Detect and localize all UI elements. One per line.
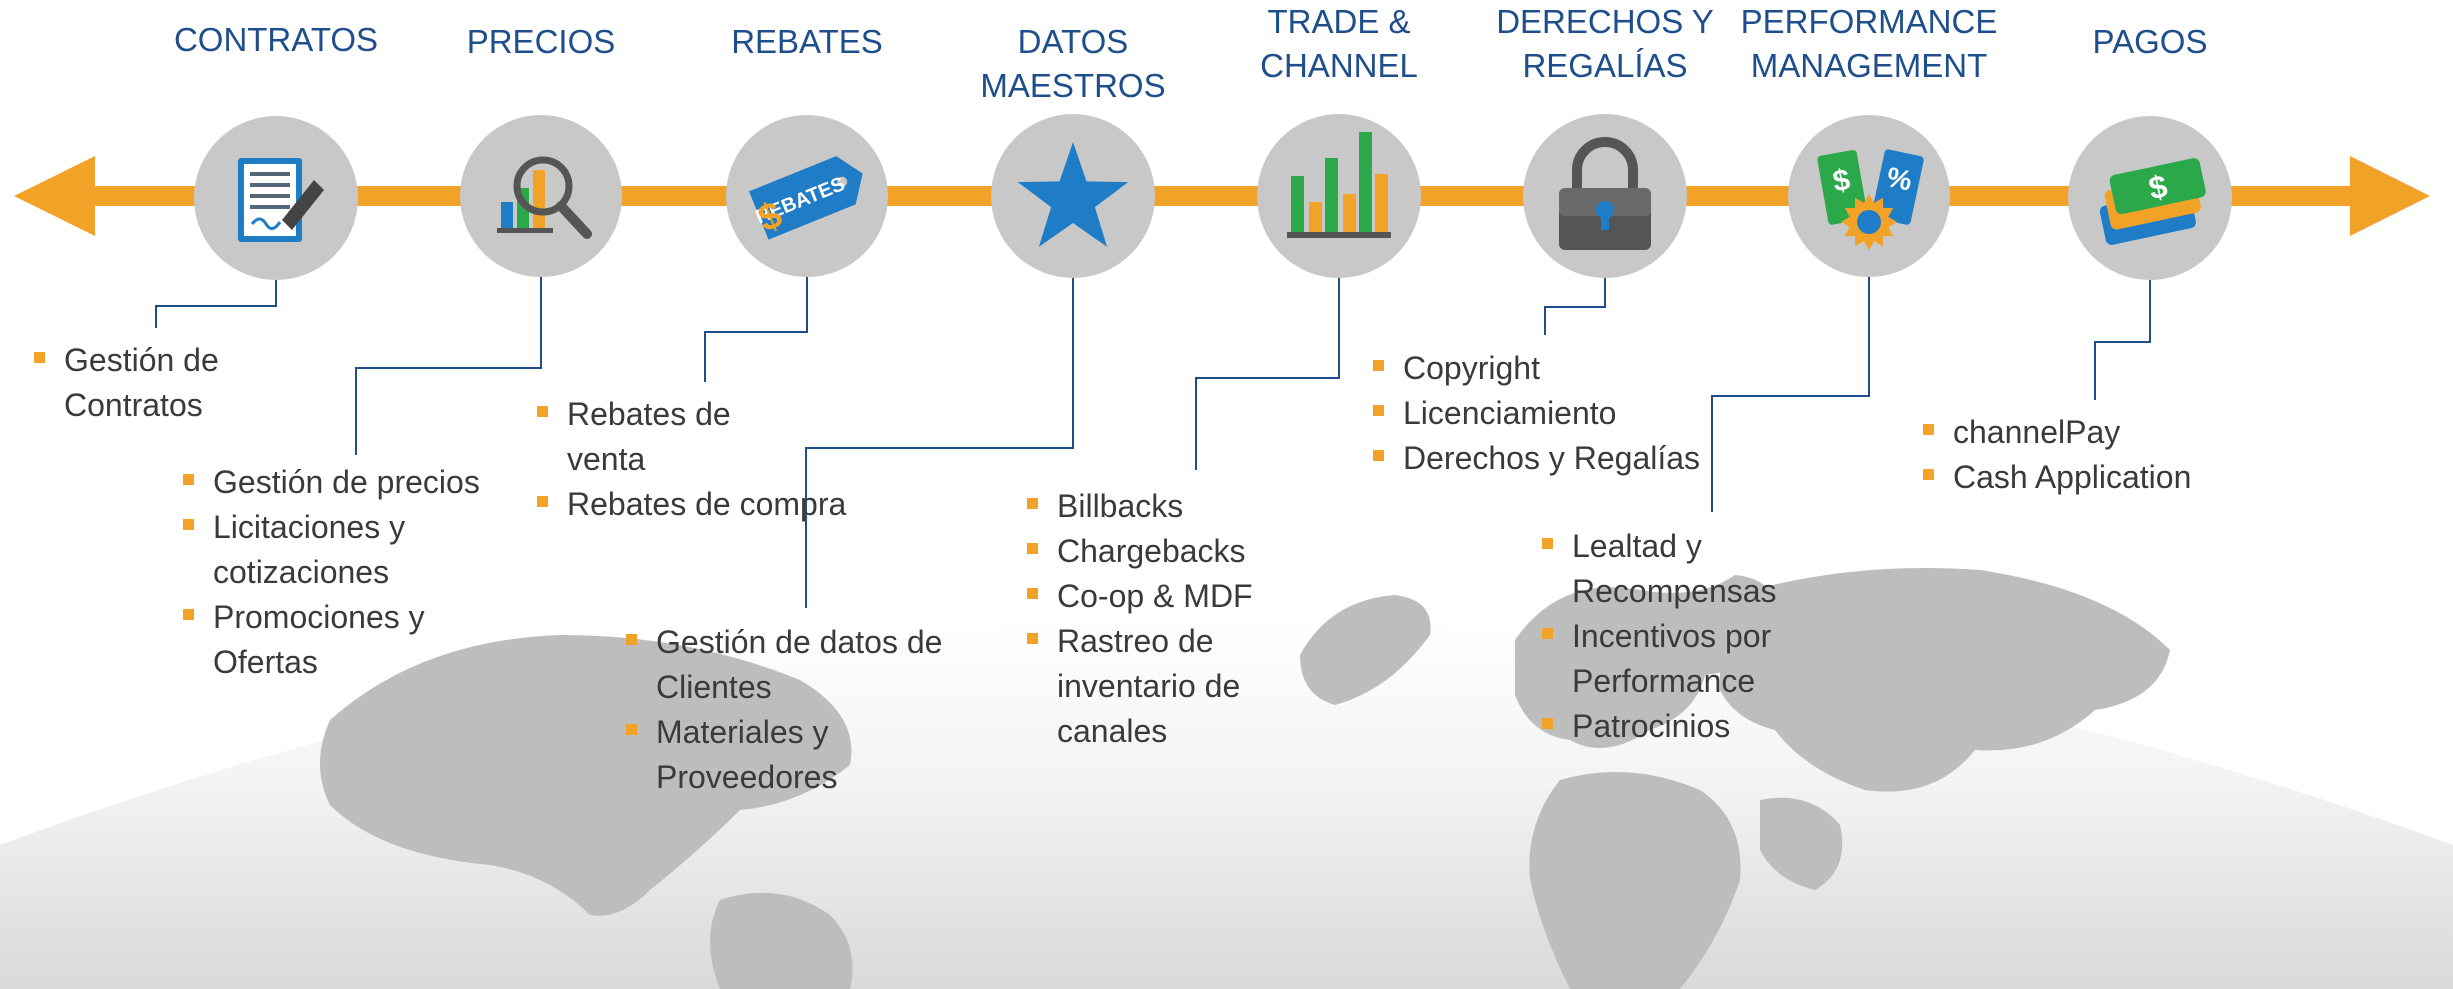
stage-contratos: [155, 116, 358, 328]
stage-title-trade-channel: TRADE &CHANNEL: [1260, 3, 1418, 84]
continent-europe: [1515, 575, 1777, 748]
timeline-arrow-shaft: [90, 186, 2366, 206]
continent-asia: [1720, 568, 2170, 792]
connector-line: [1544, 278, 1606, 335]
bullet-icon: [1373, 405, 1384, 416]
bullet-icon: [1923, 469, 1934, 480]
list-item: Gestión de precios: [183, 460, 523, 505]
continent-south-america: [710, 892, 853, 989]
continent-greenland: [1300, 595, 1431, 705]
stage-derechos-regalias: [1523, 114, 1687, 335]
bullet-icon: [34, 352, 45, 363]
padlock-icon: [1559, 137, 1651, 250]
stage-title-contratos: CONTRATOS: [173, 21, 379, 58]
list-item: Billbacks: [1027, 484, 1337, 529]
list-item: Cash Application: [1923, 455, 2253, 500]
bullet-icon: [537, 406, 548, 417]
bullet-icon: [626, 634, 637, 645]
bullet-icon: [1027, 588, 1038, 599]
connector-line: [1195, 278, 1340, 470]
right-arrowhead: [2350, 156, 2430, 236]
list-item: Chargebacks: [1027, 529, 1337, 574]
bullet-icon: [1542, 628, 1553, 639]
bar-chart-icon: [1287, 132, 1391, 238]
connector-line: [355, 277, 542, 455]
stage-title-pagos: PAGOS: [2092, 23, 2208, 60]
bullet-icon: [183, 519, 194, 530]
bullet-icon: [183, 609, 194, 620]
star-icon: [1017, 142, 1129, 247]
bullet-icon: [1373, 450, 1384, 461]
bullet-icon: [1373, 360, 1384, 371]
connector-line: [2094, 280, 2151, 400]
stage-title-rebates: REBATES: [731, 23, 883, 60]
connector-line: [805, 278, 1074, 608]
stage-precios: [355, 115, 622, 455]
stage-trade-channel: [1195, 114, 1421, 470]
bullet-icon: [1027, 498, 1038, 509]
connector-line: [704, 277, 808, 382]
list-item: Rebates de compra: [537, 482, 867, 527]
bullet-icon: [1542, 538, 1553, 549]
bullet-icon: [1923, 424, 1934, 435]
dollar-tag-label: $: [1830, 163, 1852, 198]
stage-datos-maestros: [805, 114, 1155, 608]
money-stack-icon: $: [2099, 158, 2206, 245]
contract-document-icon: [238, 158, 324, 242]
list-item: Co-op & MDF: [1027, 574, 1337, 619]
continent-north-america: [320, 635, 852, 916]
stage-pagos: $: [2068, 116, 2232, 400]
stage-performance: $%: [1711, 115, 1950, 512]
continent-arabia: [1760, 797, 1843, 890]
connector-line: [1711, 277, 1870, 512]
connector-line: [155, 278, 277, 328]
stage-title-precios: PRECIOS: [466, 23, 616, 60]
timeline-arrow: [14, 156, 2430, 236]
bullet-icon: [1027, 543, 1038, 554]
bullet-icon: [537, 496, 548, 507]
bullet-icon: [1542, 718, 1553, 729]
stage-rebates: REBATES$: [704, 115, 888, 382]
price-tags-badge-icon: $%: [1817, 149, 1924, 250]
left-arrowhead: [14, 156, 95, 236]
list-item: Copyright: [1373, 346, 1703, 391]
list-item: Derechos y Regalías: [1373, 436, 1703, 481]
chart-magnifier-icon: [497, 156, 592, 239]
bullet-icon: [626, 724, 637, 735]
list-item: Patrocinios: [1542, 704, 1842, 749]
bullet-icon: [1027, 633, 1038, 644]
bullet-icon: [183, 474, 194, 485]
stage-icon-circle: [1257, 114, 1421, 278]
list-item: channelPay: [1923, 410, 2253, 455]
list-item: Licenciamiento: [1373, 391, 1703, 436]
continent-africa: [1529, 772, 1741, 989]
